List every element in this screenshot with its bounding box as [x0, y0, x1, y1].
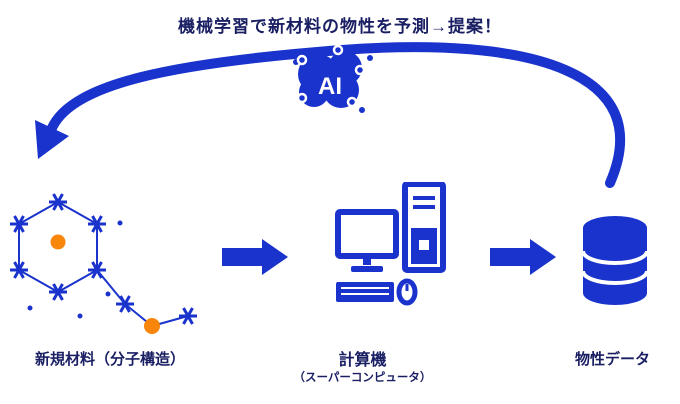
computer-icon	[335, 182, 446, 306]
orange-atom	[50, 234, 66, 250]
right-arrow-icon	[490, 239, 556, 275]
molecule-label: 新規材料（分子構造）	[34, 351, 185, 368]
orange-atom	[144, 318, 160, 334]
computer-label: 計算機	[338, 352, 387, 369]
diagram-title: 機械学習で新材料の物性を予測→提案！	[178, 17, 502, 36]
molecule-icon	[8, 192, 199, 334]
ai-brain-icon: AI	[293, 44, 373, 113]
arrowhead-icon	[35, 120, 69, 159]
database-icon	[581, 216, 649, 305]
ai-label: AI	[318, 73, 342, 100]
database-label: 物性データ	[574, 351, 650, 368]
computer-sublabel: （スーパーコンピュータ）	[293, 372, 432, 384]
right-arrow-icon	[222, 239, 288, 275]
